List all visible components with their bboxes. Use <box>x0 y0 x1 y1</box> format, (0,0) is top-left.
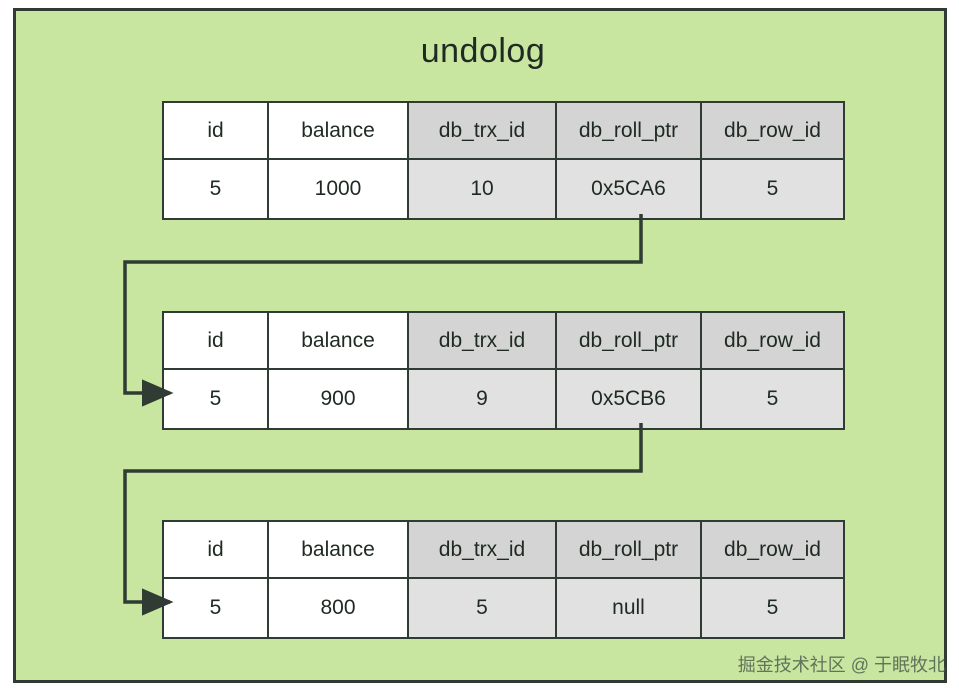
table-header-row: id balance db_trx_id db_roll_ptr db_row_… <box>162 311 845 370</box>
header-cell-db-trx-id: db_trx_id <box>407 311 557 370</box>
header-cell-id: id <box>162 101 269 160</box>
header-cell-db-trx-id: db_trx_id <box>407 520 557 579</box>
cell-id: 5 <box>162 368 269 430</box>
cell-id: 5 <box>162 577 269 639</box>
cell-db-row-id: 5 <box>700 368 845 430</box>
table-row: 5 1000 10 0x5CA6 5 <box>162 158 845 220</box>
watermark: 掘金技术社区 @ 于眠牧北 <box>737 655 946 675</box>
header-cell-balance: balance <box>267 311 409 370</box>
header-cell-db-roll-ptr: db_roll_ptr <box>555 520 702 579</box>
cell-db-row-id: 5 <box>700 577 845 639</box>
header-cell-id: id <box>162 520 269 579</box>
cell-db-roll-ptr: null <box>555 577 702 639</box>
header-cell-db-row-id: db_row_id <box>700 520 845 579</box>
cell-balance: 800 <box>267 577 409 639</box>
header-cell-db-row-id: db_row_id <box>700 101 845 160</box>
cell-db-roll-ptr: 0x5CB6 <box>555 368 702 430</box>
cell-balance: 900 <box>267 368 409 430</box>
undolog-record-3: id balance db_trx_id db_roll_ptr db_row_… <box>162 520 845 639</box>
page-title: undolog <box>420 32 546 70</box>
undolog-record-2: id balance db_trx_id db_roll_ptr db_row_… <box>162 311 845 430</box>
header-cell-db-roll-ptr: db_roll_ptr <box>555 311 702 370</box>
table-header-row: id balance db_trx_id db_roll_ptr db_row_… <box>162 520 845 579</box>
table-row: 5 900 9 0x5CB6 5 <box>162 368 845 430</box>
cell-balance: 1000 <box>267 158 409 220</box>
undolog-record-1: id balance db_trx_id db_roll_ptr db_row_… <box>162 101 845 220</box>
cell-db-trx-id: 10 <box>407 158 557 220</box>
cell-db-trx-id: 9 <box>407 368 557 430</box>
header-cell-db-roll-ptr: db_roll_ptr <box>555 101 702 160</box>
cell-db-trx-id: 5 <box>407 577 557 639</box>
header-cell-db-trx-id: db_trx_id <box>407 101 557 160</box>
header-cell-id: id <box>162 311 269 370</box>
table-row: 5 800 5 null 5 <box>162 577 845 639</box>
header-cell-db-row-id: db_row_id <box>700 311 845 370</box>
header-cell-balance: balance <box>267 520 409 579</box>
table-header-row: id balance db_trx_id db_roll_ptr db_row_… <box>162 101 845 160</box>
cell-db-row-id: 5 <box>700 158 845 220</box>
cell-db-roll-ptr: 0x5CA6 <box>555 158 702 220</box>
header-cell-balance: balance <box>267 101 409 160</box>
cell-id: 5 <box>162 158 269 220</box>
